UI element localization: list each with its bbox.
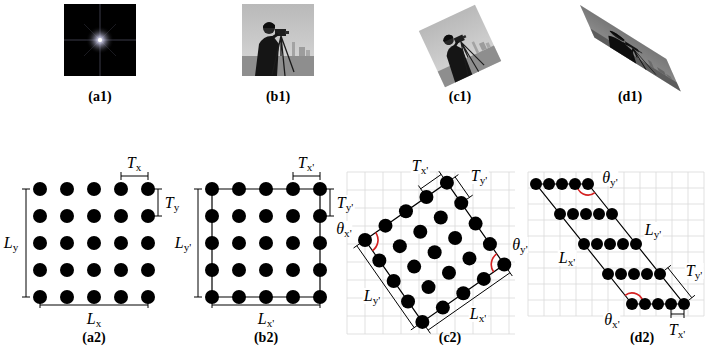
dimension-label: Ly' — [174, 235, 193, 251]
dimension-line — [293, 172, 320, 180]
dimension-label: Lx — [86, 311, 103, 327]
rotated-photo — [419, 5, 501, 87]
panel-caption: (c2) — [438, 331, 463, 345]
dimension-label: Tx' — [411, 158, 430, 174]
dimension-line — [326, 189, 334, 216]
dimension-label: Ty — [164, 195, 181, 211]
panel-caption: (b2) — [253, 331, 279, 345]
dimension-label: θy' — [601, 170, 618, 186]
lattice-outline — [212, 189, 320, 297]
dimension-label: θx' — [603, 312, 620, 328]
background-grid — [347, 172, 515, 334]
dimension-label: Ly' — [363, 288, 382, 304]
dimension-line — [194, 189, 202, 297]
spectrum-image — [64, 4, 136, 76]
panel-caption: (d2) — [629, 331, 655, 345]
dimension-label: Tx — [126, 155, 143, 171]
panel-caption: (a2) — [81, 331, 106, 345]
dimension-label: Ly' — [644, 222, 663, 238]
panel-caption: (b1) — [265, 90, 291, 104]
dimension-line — [426, 269, 513, 333]
dimension-label: Ty' — [336, 195, 355, 211]
photo-image — [242, 4, 314, 76]
dimension-label: Tx' — [668, 322, 687, 338]
dimension-line — [22, 189, 30, 297]
background-grid — [528, 172, 704, 316]
dimension-label: θy' — [511, 237, 528, 253]
dimension-line — [354, 243, 418, 330]
dimension-label: Tx' — [297, 155, 316, 171]
lattice-outline — [365, 183, 504, 322]
dimension-label: Ty' — [685, 263, 704, 279]
panel-caption: (a1) — [87, 90, 112, 104]
dimension-line — [154, 189, 162, 216]
dimension-label: Lx' — [469, 306, 488, 322]
dimension-label: Lx' — [257, 311, 276, 327]
lattice-points — [205, 182, 327, 304]
lattice-points — [530, 178, 690, 310]
lattice-points — [358, 176, 511, 329]
lattice-drawings — [22, 171, 704, 334]
dimension-label: Lx' — [558, 250, 577, 266]
lattice-points — [33, 182, 155, 304]
angle-arc — [491, 254, 497, 272]
lattice-outline — [536, 184, 684, 304]
sheared-photo — [580, 5, 681, 91]
dimension-line — [671, 310, 684, 318]
dimension-label: Ty' — [470, 168, 489, 184]
panel-caption: (c1) — [448, 90, 473, 104]
dimension-label: θx' — [335, 221, 352, 237]
dimension-label: Ly — [3, 235, 20, 251]
angle-arc — [372, 233, 378, 251]
panel-caption: (d1) — [617, 90, 643, 104]
dimension-line — [121, 172, 148, 180]
